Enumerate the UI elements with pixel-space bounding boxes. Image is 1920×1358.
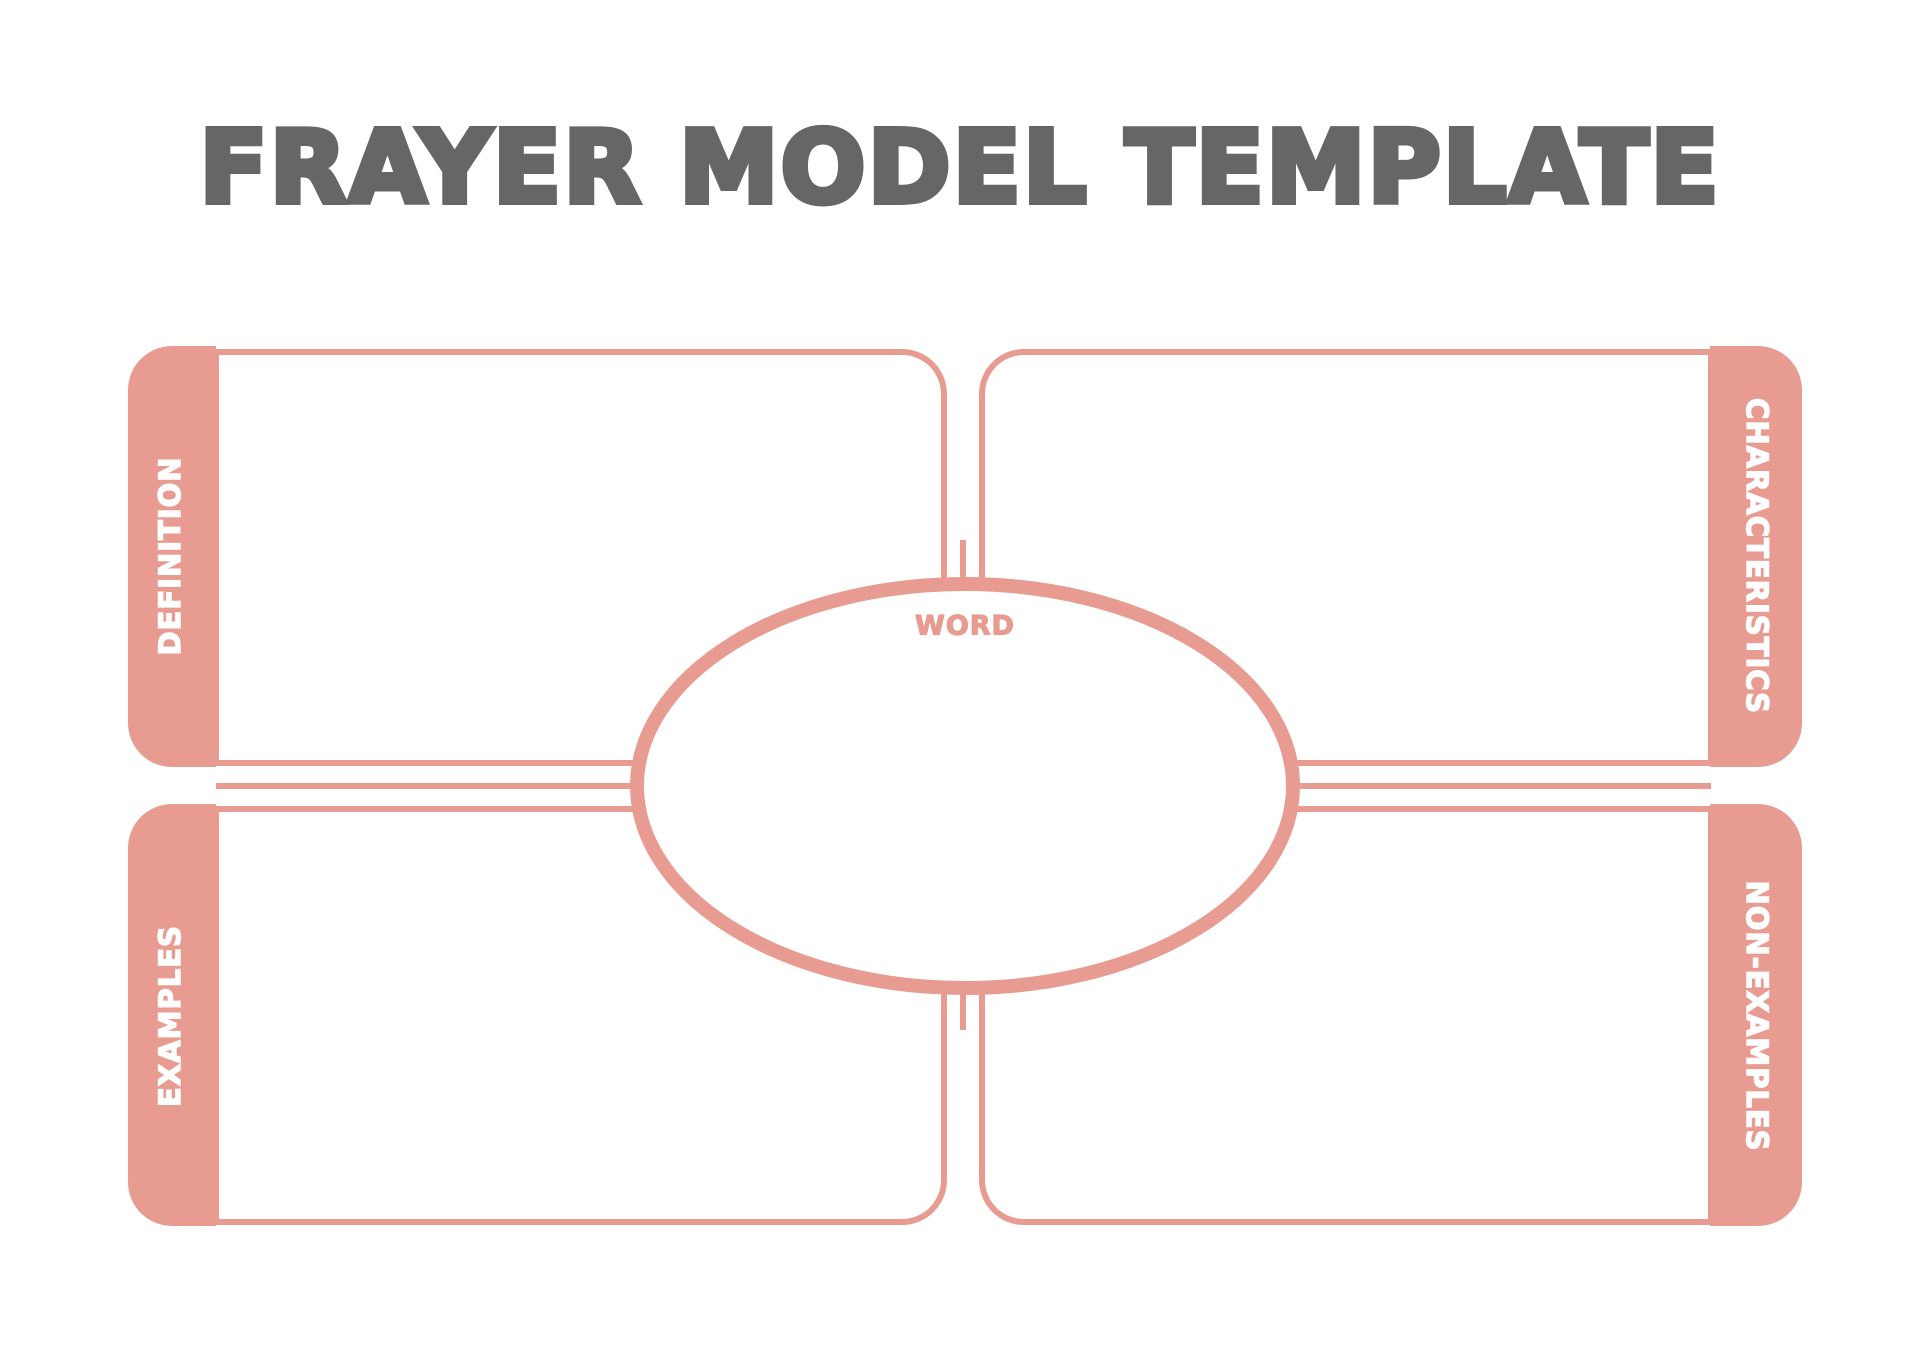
definition-tab [128,346,216,767]
characteristics-tab [1710,346,1802,767]
page-title: FRAYER MODEL TEMPLATE [196,109,1721,226]
word-oval-inner[interactable] [647,593,1283,979]
word-oval-group: WORD [630,577,1300,995]
non-examples-tab [1710,804,1802,1226]
examples-tab [128,804,216,1226]
examples-label: EXAMPLES [153,925,187,1107]
word-label: WORD [915,611,1015,642]
non-examples-label: NON-EXAMPLES [1740,880,1774,1151]
characteristics-label: CHARACTERISTICS [1740,398,1774,714]
definition-label: DEFINITION [153,456,187,655]
